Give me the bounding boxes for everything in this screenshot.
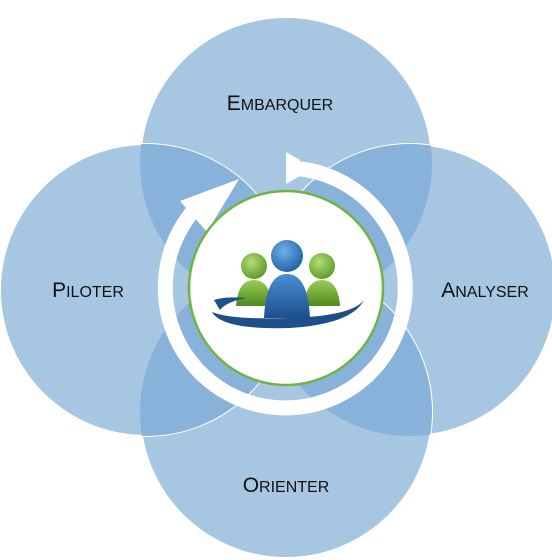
stage-label-top: EMBARQUER: [227, 92, 333, 115]
stage-label-left: PILOTER: [52, 279, 124, 302]
cycle-arrow-head-left: [180, 179, 239, 232]
center-badge: [187, 189, 385, 387]
stage-label-bottom: ORIENTER: [243, 474, 330, 497]
stage-label-right: ANALYSER: [441, 279, 529, 302]
team-people-icon: [212, 240, 364, 329]
cycle-arrow-tail-top: [286, 152, 300, 184]
cycle-ring: [157, 152, 413, 416]
